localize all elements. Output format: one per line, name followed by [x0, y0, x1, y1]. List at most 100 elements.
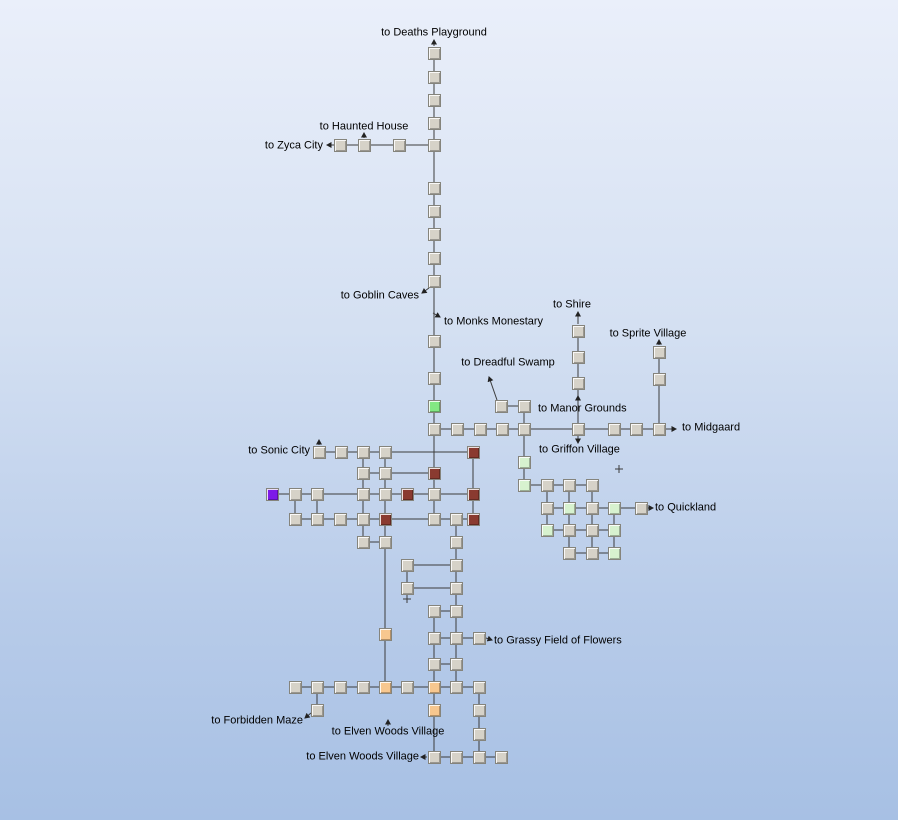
map-room[interactable]	[585, 546, 599, 560]
map-room[interactable]	[333, 138, 347, 152]
map-room[interactable]	[378, 535, 392, 549]
map-room[interactable]	[540, 523, 554, 537]
map-room[interactable]	[400, 487, 414, 501]
map-room[interactable]	[449, 535, 463, 549]
map-room[interactable]	[562, 523, 576, 537]
map-room[interactable]	[427, 334, 441, 348]
map-room[interactable]	[607, 523, 621, 537]
map-room[interactable]	[333, 680, 347, 694]
map-room[interactable]	[652, 372, 666, 386]
map-room[interactable]	[466, 512, 480, 526]
map-room[interactable]	[333, 512, 347, 526]
map-room[interactable]	[472, 703, 486, 717]
map-room[interactable]	[473, 422, 487, 436]
map-room[interactable]	[540, 478, 554, 492]
map-room[interactable]	[517, 478, 531, 492]
map-room[interactable]	[312, 445, 326, 459]
map-room[interactable]	[427, 512, 441, 526]
map-room[interactable]	[517, 399, 531, 413]
map-room[interactable]	[585, 478, 599, 492]
map-room[interactable]	[427, 371, 441, 385]
map-room[interactable]	[378, 487, 392, 501]
map-room[interactable]	[427, 631, 441, 645]
map-room[interactable]	[472, 727, 486, 741]
map-room[interactable]	[427, 116, 441, 130]
map-room[interactable]	[585, 523, 599, 537]
map-room[interactable]	[427, 466, 441, 480]
map-room[interactable]	[427, 227, 441, 241]
map-room[interactable]	[427, 46, 441, 60]
map-room[interactable]	[427, 657, 441, 671]
map-room[interactable]	[427, 251, 441, 265]
map-room[interactable]	[562, 478, 576, 492]
map-room[interactable]	[427, 487, 441, 501]
map-room[interactable]	[540, 501, 554, 515]
map-room[interactable]	[427, 680, 441, 694]
map-room[interactable]	[449, 631, 463, 645]
map-room[interactable]	[310, 512, 324, 526]
map-room[interactable]	[378, 445, 392, 459]
map-room[interactable]	[517, 455, 531, 469]
map-room[interactable]	[571, 422, 585, 436]
map-room[interactable]	[357, 138, 371, 152]
map-room[interactable]	[427, 750, 441, 764]
map-room[interactable]	[495, 422, 509, 436]
map-room[interactable]	[427, 703, 441, 717]
map-room[interactable]	[517, 422, 531, 436]
map-room[interactable]	[288, 680, 302, 694]
map-room[interactable]	[427, 70, 441, 84]
map-room[interactable]	[607, 501, 621, 515]
map-room[interactable]	[427, 399, 441, 413]
map-room[interactable]	[472, 680, 486, 694]
map-room[interactable]	[449, 604, 463, 618]
map-room[interactable]	[585, 501, 599, 515]
map-room[interactable]	[449, 558, 463, 572]
map-room[interactable]	[400, 558, 414, 572]
map-room[interactable]	[427, 274, 441, 288]
map-room[interactable]	[310, 680, 324, 694]
map-room[interactable]	[571, 376, 585, 390]
map-room[interactable]	[571, 350, 585, 364]
map-room[interactable]	[607, 546, 621, 560]
map-room[interactable]	[449, 657, 463, 671]
map-room[interactable]	[562, 501, 576, 515]
map-room[interactable]	[629, 422, 643, 436]
map-room[interactable]	[310, 487, 324, 501]
map-room[interactable]	[310, 703, 324, 717]
map-room[interactable]	[288, 512, 302, 526]
map-room[interactable]	[378, 627, 392, 641]
map-room[interactable]	[427, 422, 441, 436]
map-room[interactable]	[400, 581, 414, 595]
map-room[interactable]	[494, 750, 508, 764]
map-room[interactable]	[449, 750, 463, 764]
map-room[interactable]	[356, 445, 370, 459]
map-room[interactable]	[466, 487, 480, 501]
map-room[interactable]	[472, 750, 486, 764]
map-room[interactable]	[652, 345, 666, 359]
map-room[interactable]	[265, 487, 279, 501]
map-room[interactable]	[652, 422, 666, 436]
map-room[interactable]	[356, 466, 370, 480]
map-room[interactable]	[450, 422, 464, 436]
map-room[interactable]	[400, 680, 414, 694]
map-room[interactable]	[494, 399, 508, 413]
map-room[interactable]	[378, 512, 392, 526]
map-room[interactable]	[607, 422, 621, 436]
map-room[interactable]	[562, 546, 576, 560]
map-room[interactable]	[449, 512, 463, 526]
map-room[interactable]	[334, 445, 348, 459]
map-room[interactable]	[288, 487, 302, 501]
map-room[interactable]	[466, 445, 480, 459]
map-room[interactable]	[427, 93, 441, 107]
map-room[interactable]	[449, 680, 463, 694]
map-room[interactable]	[571, 324, 585, 338]
map-room[interactable]	[356, 487, 370, 501]
map-room[interactable]	[378, 680, 392, 694]
map-room[interactable]	[427, 204, 441, 218]
map-room[interactable]	[427, 604, 441, 618]
map-room[interactable]	[449, 581, 463, 595]
map-room[interactable]	[472, 631, 486, 645]
map-room[interactable]	[356, 535, 370, 549]
map-room[interactable]	[427, 138, 441, 152]
map-room[interactable]	[634, 501, 648, 515]
